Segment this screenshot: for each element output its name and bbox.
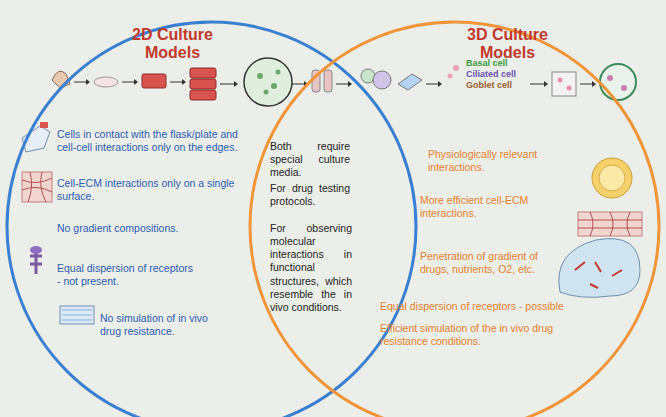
circle-title: 2D Culture Models: [105, 26, 240, 63]
feature-text: Efficient simulation of the in vivo drug…: [380, 322, 570, 348]
cell-label: Goblet cell: [466, 81, 512, 91]
circle-title: 3D Culture Models: [440, 26, 575, 63]
feature-text: No gradient compositions.: [57, 222, 232, 235]
right-icons: [559, 158, 642, 297]
feature-text: No simulation of in vivo drug resistance…: [100, 312, 230, 338]
shared-note: Both require special culture media.: [270, 140, 350, 179]
shared-note: For observing molecular interactions in …: [270, 222, 352, 314]
venn-circle: 3D Culture ModelsPhysiologically relevan…: [248, 20, 661, 417]
cell-label: Basal cell: [466, 59, 508, 69]
feature-text: Physiologically relevant interactions.: [428, 148, 560, 174]
feature-text: Equal dispersion of receptors - not pres…: [57, 262, 197, 288]
feature-text: Cells in contact with the flask/plate an…: [57, 128, 247, 154]
workflow-icons: [52, 58, 636, 106]
feature-text: More efficient cell-ECM interactions.: [420, 194, 562, 220]
venn-circle: 2D Culture ModelsCells in contact with t…: [5, 20, 418, 417]
feature-text: Equal dispersion of receptors - possible: [380, 300, 600, 313]
feature-text: Penetration of gradient of drugs, nutrie…: [420, 250, 542, 276]
shared-note: For drug testing protocols.: [270, 182, 350, 208]
feature-text: Cell-ECM interactions only on a single s…: [57, 177, 237, 203]
cell-label: Ciliated cell: [466, 70, 516, 80]
circle-outline: [5, 20, 418, 417]
